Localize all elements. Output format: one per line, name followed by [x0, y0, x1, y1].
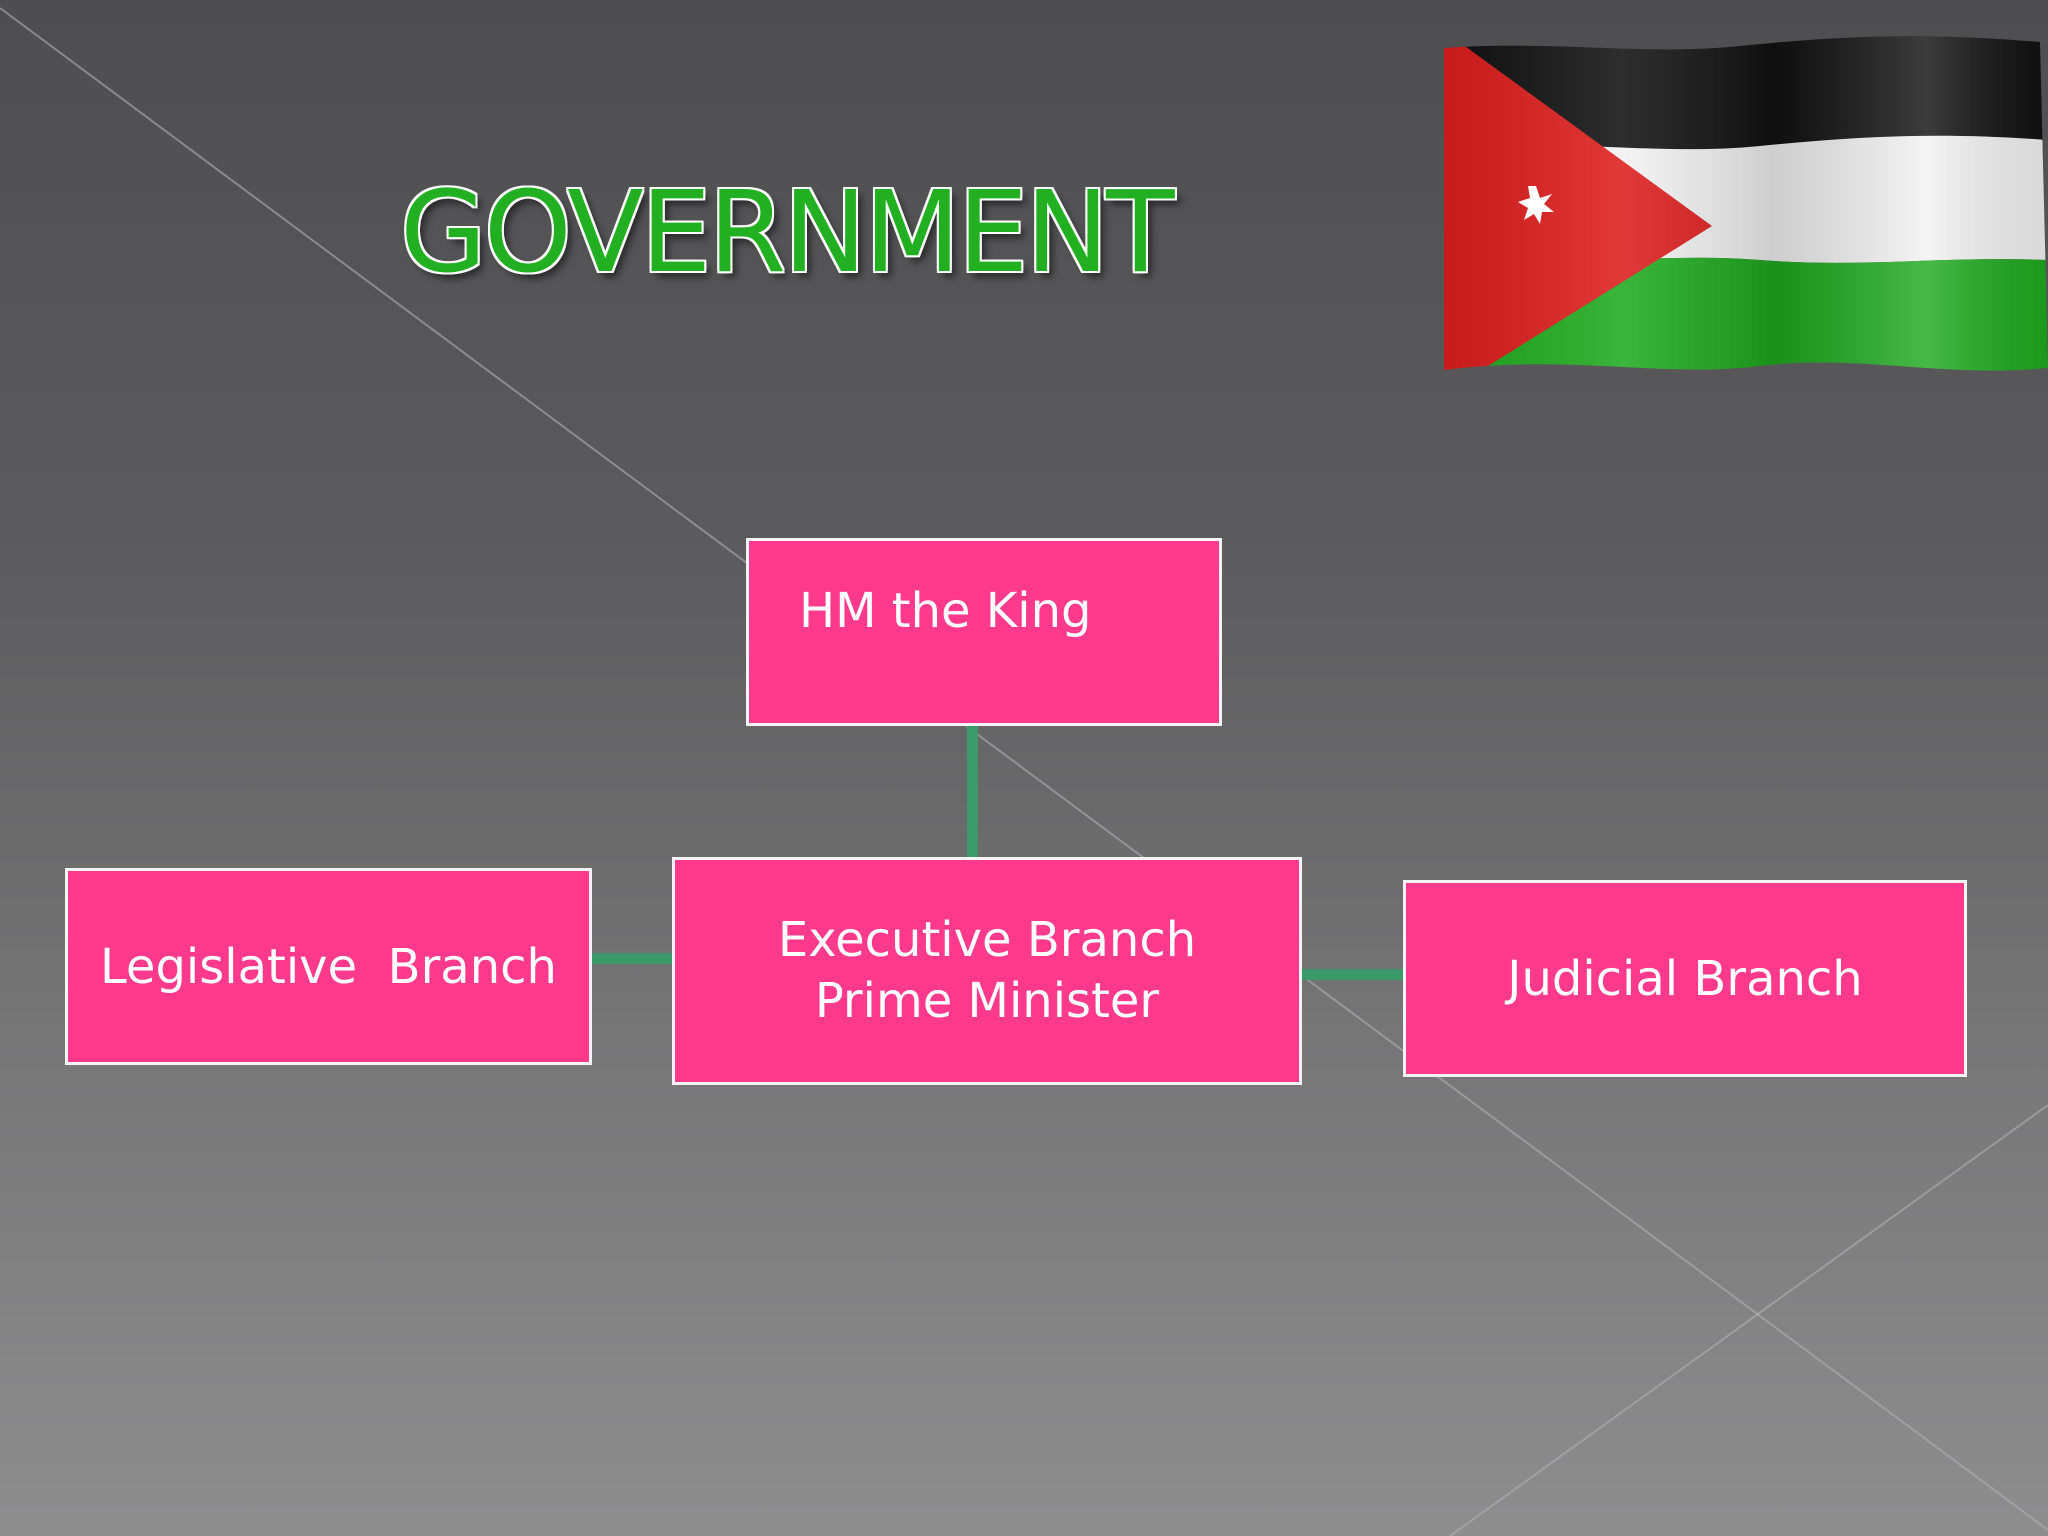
- node-label: Legislative Branch: [100, 938, 557, 995]
- connector-legislative-executive: [560, 953, 680, 964]
- node-label: HM the King: [799, 583, 1092, 639]
- flag-star-icon: [1518, 186, 1554, 224]
- slide-title: GOVERNMENT: [400, 168, 1175, 298]
- node-executive-branch: Executive Branch Prime Minister: [672, 857, 1302, 1085]
- jordan-flag-icon: [1444, 36, 2048, 371]
- node-hm-the-king: HM the King: [746, 538, 1222, 726]
- node-label: Judicial Branch: [1507, 950, 1863, 1007]
- node-legislative-branch: Legislative Branch: [65, 868, 592, 1065]
- node-label-line1: Executive Branch: [777, 912, 1197, 968]
- node-judicial-branch: Judicial Branch: [1403, 880, 1967, 1077]
- connector-king-executive: [967, 720, 978, 866]
- connector-executive-judicial: [1295, 969, 1413, 980]
- node-label-line2: Prime Minister: [814, 973, 1160, 1029]
